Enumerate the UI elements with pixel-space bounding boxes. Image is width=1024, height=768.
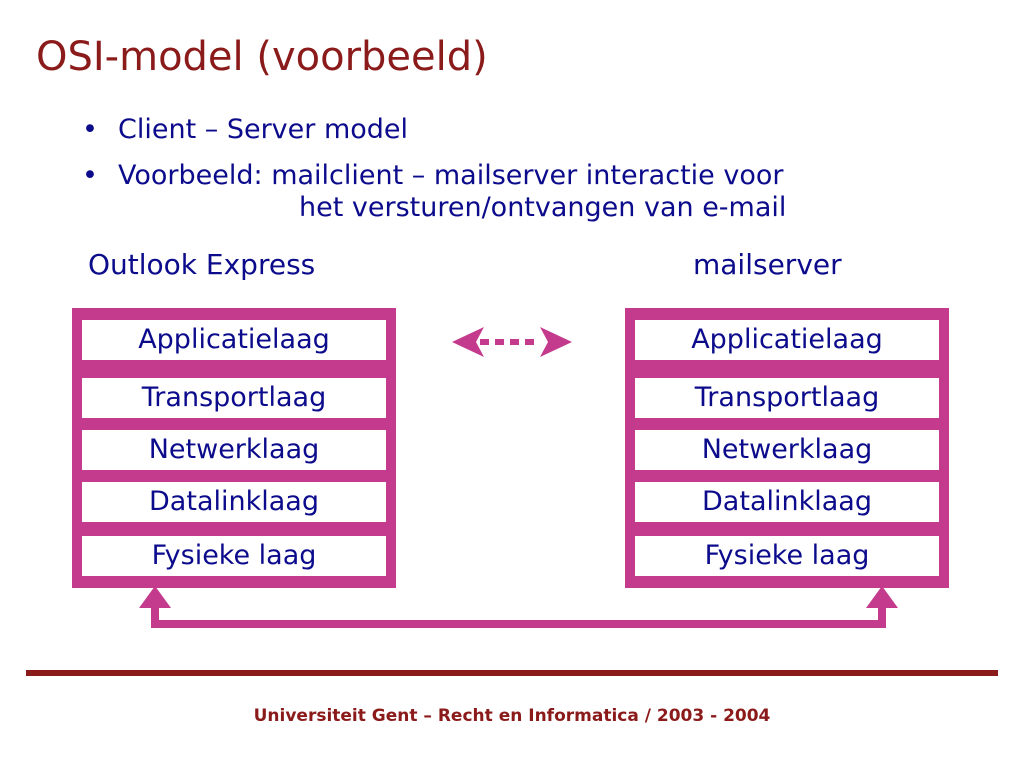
client-network-layer: Netwerklaag	[82, 430, 386, 470]
server-osi-stack: Applicatielaag Transportlaag Netwerklaag…	[625, 308, 949, 588]
bullet-dot: •	[82, 114, 98, 145]
client-datalink-layer: Datalinklaag	[82, 482, 386, 522]
client-application-layer: Applicatielaag	[82, 320, 386, 360]
server-network-layer: Netwerklaag	[635, 430, 939, 470]
slide-title: OSI-model (voorbeeld)	[36, 34, 488, 80]
footer-text: Universiteit Gent – Recht en Informatica…	[253, 706, 771, 726]
bullet-list: • Client – Server model • Voorbeeld: mai…	[82, 112, 786, 236]
server-physical-layer: Fysieke laag	[635, 536, 939, 576]
server-application-layer: Applicatielaag	[635, 320, 939, 360]
bullet-item: • Voorbeeld: mailclient – mailserver int…	[82, 158, 786, 226]
server-label: mailserver	[693, 248, 842, 281]
footer-divider	[26, 670, 998, 676]
dotted-double-arrow-icon	[452, 327, 572, 357]
client-label: Outlook Express	[88, 248, 316, 281]
bullet-text-continuation: het versturen/ontvangen van e-mail	[299, 192, 787, 223]
client-physical-layer: Fysieke laag	[82, 536, 386, 576]
server-transport-layer: Transportlaag	[635, 378, 939, 418]
physical-link-arrow-icon	[139, 586, 898, 628]
client-transport-layer: Transportlaag	[82, 378, 386, 418]
bullet-text: Client – Server model	[118, 114, 409, 145]
bullet-text: Voorbeeld: mailclient – mailserver inter…	[118, 160, 784, 191]
server-datalink-layer: Datalinklaag	[635, 482, 939, 522]
bullet-item: • Client – Server model	[82, 112, 786, 148]
client-osi-stack: Applicatielaag Transportlaag Netwerklaag…	[72, 308, 396, 588]
bullet-dot: •	[82, 160, 98, 191]
